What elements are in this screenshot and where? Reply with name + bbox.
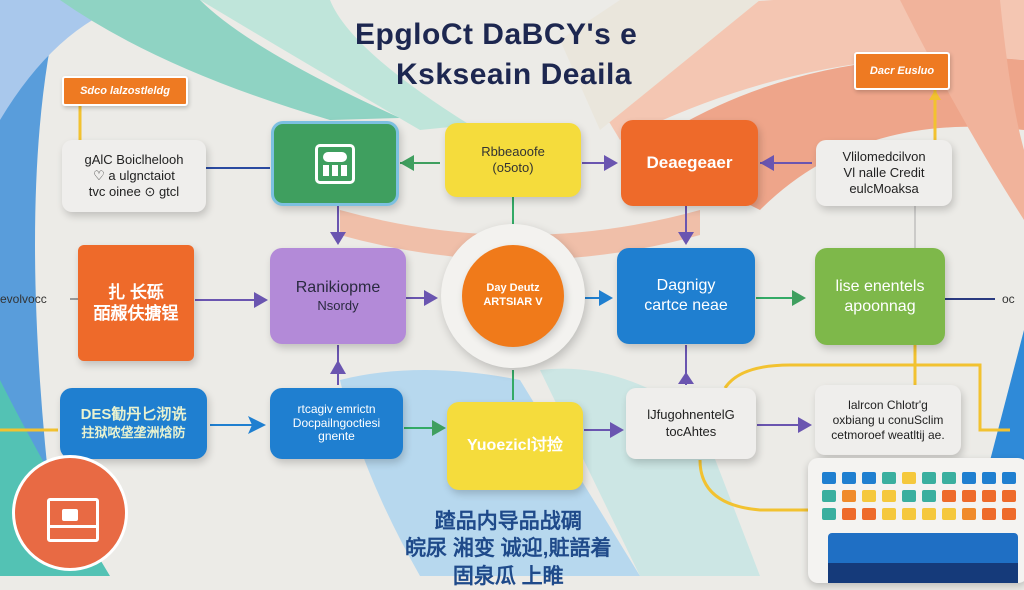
key (1002, 490, 1016, 502)
node-label: Dagnigy (656, 277, 716, 294)
node-label: DES勧丹匕沏诜 (80, 406, 187, 423)
side-label-left: evolvocc (0, 292, 47, 306)
node-blue-mid[interactable]: Dagnigy cartce neae (617, 248, 755, 344)
note-top-left: gAlC Boiclhelooh ♡ a ulgnctaiot tvc oine… (62, 140, 206, 212)
node-label: gnente (318, 429, 355, 444)
key (822, 490, 836, 502)
node-center-circle[interactable]: Day Deutz ARTSIAR V (462, 245, 564, 347)
node-label: Yuoezicl讨捡 (466, 437, 564, 454)
bottom-text-line: 蹅品内导品战碉 (434, 510, 582, 533)
key (922, 490, 936, 502)
bottom-text-line: 皖尿 湘变 诚迎,賍語着 (405, 537, 612, 561)
key (902, 508, 916, 520)
title-line-1: EpgloCt DaBCY's e (355, 18, 638, 51)
side-label-right: oc (1002, 292, 1015, 306)
grid-icon (315, 143, 355, 184)
node-label: lJfugohnentelG (647, 407, 735, 423)
key (1002, 472, 1016, 484)
node-label: rtcagiv emrictn (297, 401, 376, 416)
tag-left: Sdco lalzostleldg (62, 76, 188, 106)
node-sublabel: tocAhtes (665, 423, 717, 439)
node-blue-left[interactable]: DES勧丹匕沏诜 拄狱哝垡垄洲焓防 (60, 388, 207, 459)
key (982, 472, 996, 484)
note-line: oxbiang u conuSclim (832, 412, 944, 427)
key (882, 472, 896, 484)
node-sublabel: ARTSIAR V (483, 296, 543, 308)
bottom-text: 蹅品内导品战碉 皖尿 湘变 诚迎,賍語着 固泉瓜 上睢 (405, 508, 612, 590)
note-line: gAlC Boiclhelooh (84, 151, 184, 167)
node-label: Day Deutz (486, 282, 540, 295)
briefcase-icon (47, 498, 99, 542)
key (942, 472, 956, 484)
note-line: Vlilomedcilvon (842, 148, 926, 164)
node-label: 扎 长砾 (108, 282, 164, 302)
key (982, 490, 996, 502)
key (882, 490, 896, 502)
node-label: lise enentels (835, 277, 925, 295)
briefcase-badge (12, 455, 128, 571)
key (962, 508, 976, 520)
node-gray-bottom[interactable]: lJfugohnentelG tocAhtes (626, 388, 756, 459)
node-sublabel: 拄狱哝垡垄洲焓防 (81, 424, 186, 440)
key (942, 490, 956, 502)
note-line: Vl nalle Credit (843, 164, 925, 180)
note-line: cetmoroef weatltij ae. (831, 427, 945, 442)
key (842, 508, 856, 520)
note-line: ♡ a ulgnctaiot (93, 167, 175, 183)
node-sublabel: (o5oto) (492, 160, 534, 175)
note-top-right: Vlilomedcilvon Vl nalle Credit eulcMoaks… (816, 140, 952, 206)
key (842, 472, 856, 484)
node-sublabel: cartce neae (644, 297, 728, 314)
key (902, 472, 916, 484)
node-yellow-top[interactable]: Rbbeaoofe (o5oto) (445, 123, 581, 197)
key (862, 490, 876, 502)
key (962, 490, 976, 502)
node-orange-top[interactable]: Deaegeaer (621, 120, 758, 206)
node-label: Docpailngoctiesi (292, 415, 381, 430)
note-line: eulcMoaksa (849, 181, 919, 197)
node-sublabel: Nsordy (317, 297, 359, 313)
keyboard-device (808, 458, 1024, 583)
node-green-icon[interactable] (271, 121, 399, 206)
key (822, 508, 836, 520)
note-bottom-right: lalrcon Chlotr'g oxbiang u conuSclim cet… (815, 385, 961, 455)
node-yellow-bottom[interactable]: Yuoezicl讨捡 (447, 402, 583, 490)
key (842, 490, 856, 502)
key (962, 472, 976, 484)
node-sublabel: 皕赧伕搪锃 (93, 304, 179, 323)
node-label: Deaegeaer (646, 153, 733, 173)
node-label: Ranikiopme (295, 278, 381, 296)
node-blue-second[interactable]: rtcagiv emrictn Docpailngoctiesi gnente (270, 388, 403, 459)
key (922, 508, 936, 520)
tag-right: Dacr Eusluo (854, 52, 950, 90)
key (922, 472, 936, 484)
key (942, 508, 956, 520)
key (982, 508, 996, 520)
bottom-text-line: 固泉瓜 上睢 (452, 564, 564, 588)
key (902, 490, 916, 502)
note-line: lalrcon Chlotr'g (848, 397, 928, 412)
node-sublabel: apoonnag (844, 297, 916, 315)
key (1002, 508, 1016, 520)
node-purple[interactable]: Ranikiopme Nsordy (270, 248, 406, 344)
key (882, 508, 896, 520)
node-green-mid[interactable]: lise enentels apoonnag (815, 248, 945, 345)
node-orange-square[interactable]: 扎 长砾 皕赧伕搪锃 (78, 245, 194, 361)
key (862, 508, 876, 520)
node-label: Rbbeaoofe (481, 143, 545, 159)
note-line: tvc oinee ⊙ gtcl (88, 184, 180, 200)
title-line-2: Kskseain Deaila (396, 58, 632, 91)
key (862, 472, 876, 484)
key (822, 472, 836, 484)
